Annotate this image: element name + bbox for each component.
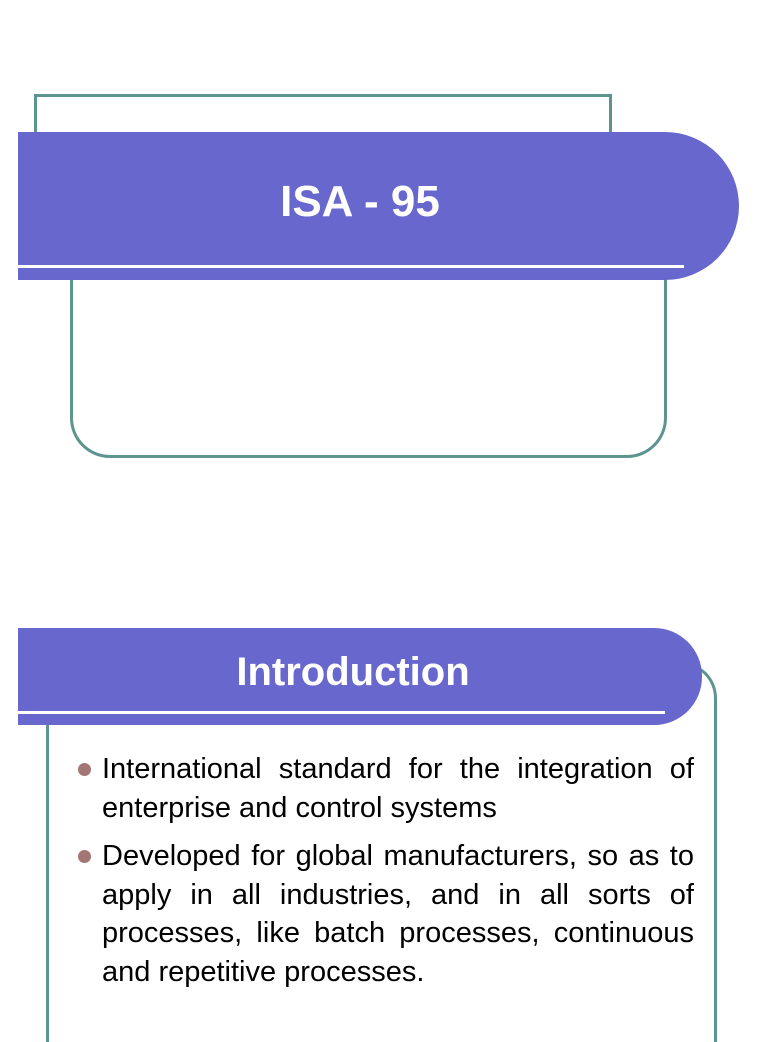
slide-title: ISA - 95: [280, 177, 440, 226]
introduction-slide: Introduction International standard for …: [0, 512, 768, 1042]
title-band: [18, 132, 739, 280]
title-frame-top: [34, 94, 612, 144]
bullet-item: International standard for the integrati…: [76, 750, 694, 827]
title-slide: ISA - 95: [0, 0, 768, 512]
bullet-dot-icon: [78, 763, 91, 776]
bullet-list: International standard for the integrati…: [76, 750, 694, 1001]
bullet-dot-icon: [78, 850, 91, 863]
title-frame-bottom: [70, 270, 667, 458]
bullet-text: Developed for global manufacturers, so a…: [102, 840, 694, 988]
header-band: [18, 628, 702, 725]
bullet-text: International standard for the integrati…: [102, 753, 694, 824]
header-band-divider: [18, 711, 665, 714]
title-band-divider: [18, 265, 684, 268]
bullet-item: Developed for global manufacturers, so a…: [76, 837, 694, 991]
slide-heading: Introduction: [236, 650, 470, 694]
